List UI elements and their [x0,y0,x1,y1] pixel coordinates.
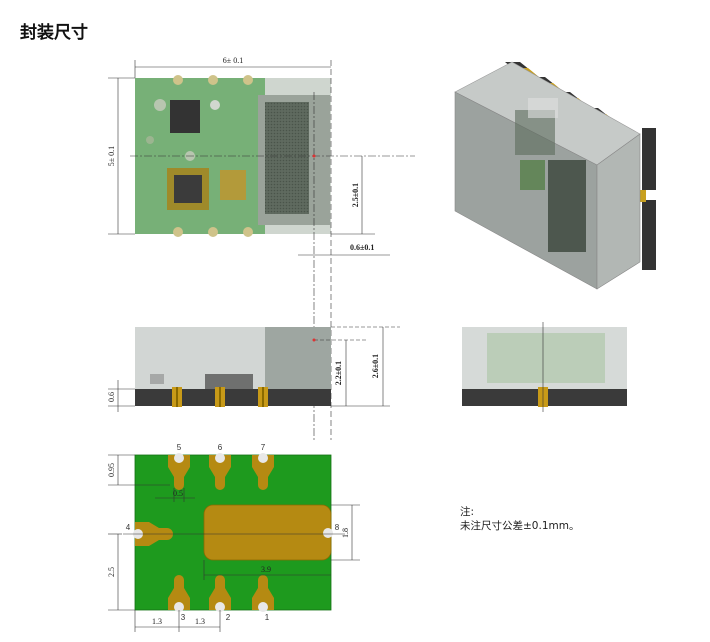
pin-label-5: 5 [177,443,182,452]
bottom-big-pad-h-dim: 1.8 [341,528,350,538]
top-height-dim: 5± 0.1 [107,146,116,166]
bottom-pads-top [168,455,274,490]
side-h2-dim: 2.6±0.1 [371,354,380,378]
pin-label-6: 6 [218,443,223,452]
note-body: 未注尺寸公差±0.1mm。 [460,520,580,532]
top-view-inductor [265,102,309,214]
pin-label-7: 7 [261,443,266,452]
bottom-pad-8 [203,504,332,561]
bottom-view: 0.95 0.5 1.8 3.9 2.5 1.3 1.3 5 6 7 4 8 3… [107,443,360,632]
pin-label-3: 3 [181,613,186,622]
side-h1-dim: 2.2±0.1 [334,361,343,385]
iso-view [454,61,656,290]
top-view-chip [170,100,200,133]
bottom-pads-bottom [168,575,274,610]
page-title: 封装尺寸 [20,23,88,43]
bottom-left-h-dim: 2.5 [107,567,116,577]
note-heading: 注: [460,506,475,518]
tolerance-note: 注: 未注尺寸公差±0.1mm。 [460,505,579,533]
side-view: 0.6 2.2±0.1 2.6±0.1 [107,326,400,412]
top-offset-h-dim: 0.6±0.1 [350,243,374,252]
pin-label-1: 1 [265,613,270,622]
end-view [462,322,627,412]
bottom-big-pad-w-dim: 3.9 [261,565,271,574]
pin-label-8: 8 [335,523,340,532]
bottom-pitch-a-dim: 1.3 [152,617,162,626]
side-view-base [135,389,331,406]
top-width-dim: 6± 0.1 [223,56,243,65]
top-view: 6± 0.1 5± 0.1 2.5±0.1 0.6±0.1 [107,56,415,440]
bottom-pitch-b-dim: 1.3 [195,617,205,626]
side-pin-dim: 0.6 [107,392,116,402]
bottom-top-gap-dim: 0.95 [107,463,116,477]
pin-label-4: 4 [126,523,131,532]
top-offset-v-dim: 2.5±0.1 [351,183,360,207]
bottom-pad-w-dim: 0.5 [173,489,183,498]
pin-label-2: 2 [226,613,231,622]
